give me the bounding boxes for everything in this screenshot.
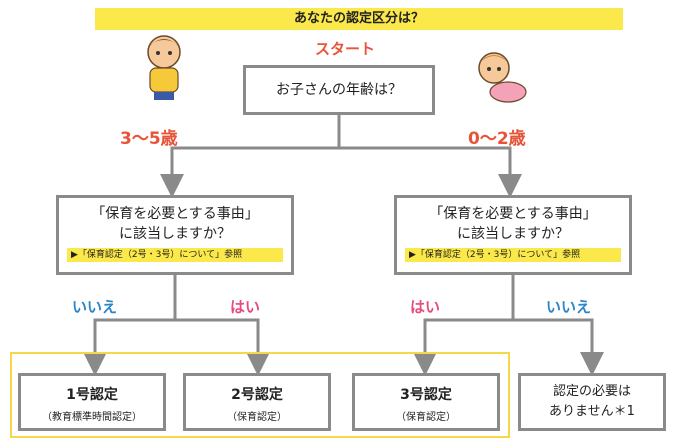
connector-left-no [83,275,177,376]
need-question-line1: 「保育を必要とする事由」 [429,206,597,222]
result-none-line2: ありません＊1 [549,404,635,419]
need-question-line2: に該当しますか？ [457,226,569,242]
result-none-line1: 認定の必要は [552,384,631,399]
answer-yes-right: はい [410,298,441,316]
reference-note: ▶「保育認定（2号・3号）について」参照 [67,248,283,262]
age-label-left: 3～5歳 [120,129,178,149]
reference-note: ▶「保育認定（2号・3号）について」参照 [405,248,621,262]
answer-yes-left: はい [230,298,261,316]
start-label: スタート [314,40,375,58]
header-banner: あなたの認定区分は？ [95,8,623,30]
certification-highlight-frame [10,352,510,438]
connector-right-no [513,318,604,376]
baby-illustration-icon [478,52,527,103]
result-title: 3号認定 [400,387,452,403]
connector-left-yes [175,318,270,376]
age-question-box: お子さんの年齢は？ [243,65,435,115]
need-question-line1: 「保育を必要とする事由」 [91,206,259,222]
connector-right-yes [413,275,515,376]
result-title: 1号認定 [66,387,118,403]
connector-age-right [339,146,522,198]
connector-age-left [160,115,341,198]
result-box-2: 2号認定 （保育認定） [183,373,331,431]
answer-no-right: いいえ [546,298,592,316]
result-sub: （教育標準時間認定） [42,412,142,423]
result-sub: （保育認定） [227,412,287,423]
result-box-1: 1号認定 （教育標準時間認定） [18,373,166,431]
need-question-box-left: 「保育を必要とする事由」 に該当しますか？ ▶「保育認定（2号・3号）について」… [56,195,294,275]
result-box-none: 認定の必要は ありません＊1 [518,373,666,431]
answer-no-left: いいえ [72,298,118,316]
result-title: 2号認定 [231,387,283,403]
age-label-right: 0～2歳 [468,129,526,149]
result-box-3: 3号認定 （保育認定） [352,373,500,431]
need-question-line2: に該当しますか？ [119,226,231,242]
age-question-text: お子さんの年齢は？ [276,82,402,98]
result-sub: （保育認定） [396,412,456,423]
boy-illustration-icon [147,35,181,100]
need-question-box-right: 「保育を必要とする事由」 に該当しますか？ ▶「保育認定（2号・3号）について」… [394,195,632,275]
